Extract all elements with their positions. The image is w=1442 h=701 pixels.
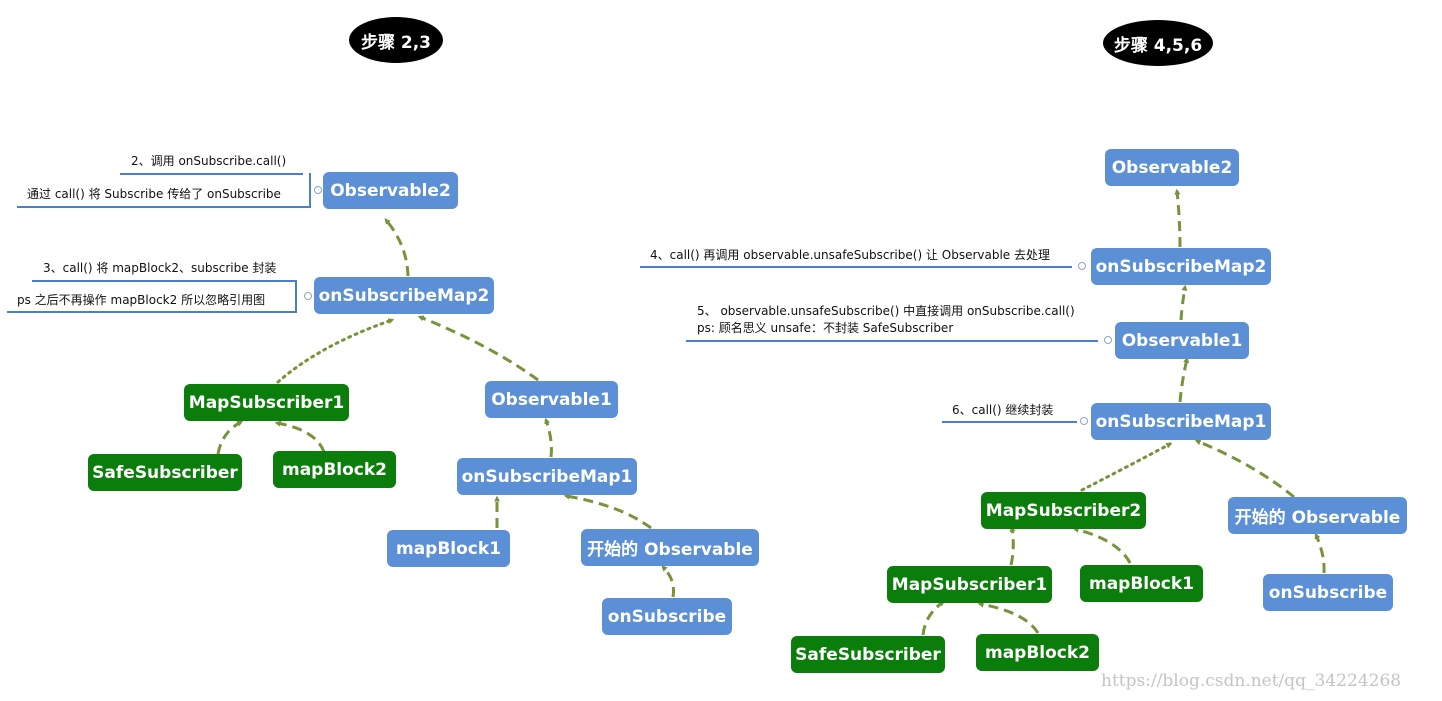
note-step6-underline (942, 421, 1077, 423)
node-safesubscriber: SafeSubscriber (88, 454, 242, 491)
node-onsubscribemap2: onSubscribeMap2 (314, 277, 494, 314)
collapse-knob[interactable] (1104, 336, 1112, 344)
node-onsubscribe-right: onSubscribe (1263, 574, 1393, 611)
note-step4: 4、call() 再调用 observable.unsafeSubscribe(… (650, 248, 1050, 262)
edge-safesubscriber-to-mapsubscriber1-right (921, 600, 945, 636)
node-label: mapBlock2 (984, 642, 1091, 663)
edge-mapblock2-to-mapsubscriber1 (274, 420, 326, 453)
step-badge-left-label: 步骤 2,3 (360, 32, 432, 53)
edge-mapblock2-to-mapsubscriber1-right (977, 601, 1040, 634)
note-step5-ps: ps: 顾名思义 unsafe：不封装 SafeSubscriber (697, 321, 954, 335)
node-label: MapSubscriber1 (188, 392, 345, 413)
edge-safesubscriber-to-mapsubscriber1 (216, 420, 244, 455)
node-label: MapSubscriber2 (985, 500, 1142, 521)
edge-mapblock1-to-mapsubscriber2-right (1072, 526, 1132, 564)
node-label: SafeSubscriber (92, 462, 238, 483)
node-label: mapBlock1 (395, 538, 502, 559)
node-label: onSubscribeMap1 (461, 466, 633, 487)
node-label: onSubscribe (607, 606, 727, 627)
edge-onsubscribemap2-to-observable2 (384, 218, 410, 277)
node-onsubscribemap1-right: onSubscribeMap1 (1091, 403, 1271, 440)
node-start-observable: 开始的 Observable (581, 529, 759, 566)
node-onsubscribemap1: onSubscribeMap1 (457, 458, 637, 495)
edge-onsubscribemap1-to-observable1-right (1178, 356, 1190, 403)
step-badge-right: 步骤 4,5,6 (1103, 20, 1213, 66)
edge-observable1-to-onsubscribemap2-right (1179, 284, 1188, 321)
note-step2-detail-underline (17, 206, 310, 208)
node-label: mapBlock2 (281, 459, 388, 480)
collapse-knob[interactable] (1078, 262, 1086, 270)
note-step2-detail: 通过 call() 将 Subscribe 传给了 onSubscribe (27, 187, 281, 201)
node-label: 开始的 Observable (1234, 508, 1401, 528)
edge-mapsubscriber1-to-mapsubscriber2-right (1009, 525, 1016, 566)
node-mapsubscriber1: MapSubscriber1 (184, 384, 349, 421)
node-label: MapSubscriber1 (891, 574, 1048, 595)
edge-mapsubscriber2-to-onsubscribemap1-right (1080, 442, 1173, 492)
edge-onsubscribe-to-startobservable-right (1314, 532, 1326, 574)
edge-startobservable-to-onsubscribemap1 (563, 493, 652, 530)
node-label: onSubscribe (1268, 582, 1388, 603)
node-label: 开始的 Observable (587, 540, 753, 560)
note-step4-underline (640, 266, 1072, 268)
node-mapsubscriber2-right: MapSubscriber2 (981, 492, 1146, 529)
node-observable1-right: Observable1 (1115, 322, 1249, 359)
node-label: Observable2 (1111, 157, 1233, 178)
note-step3-bracket (295, 280, 297, 313)
note-step5-underline (686, 340, 1098, 342)
note-step3-ps-underline (7, 311, 296, 313)
node-label: Observable1 (1121, 330, 1243, 351)
node-observable2: Observable2 (323, 172, 458, 209)
node-label: SafeSubscriber (795, 644, 941, 665)
node-mapblock1: mapBlock1 (387, 530, 510, 567)
node-label: onSubscribeMap1 (1095, 411, 1267, 432)
edge-mapsubscriber1-to-onsubscribemap2 (276, 318, 395, 384)
node-onsubscribe: onSubscribe (602, 598, 732, 635)
note-step3: 3、call() 将 mapBlock2、subscribe 封装 (43, 261, 277, 275)
note-step2: 2、调用 onSubscribe.call() (131, 154, 287, 168)
node-start-observable-right: 开始的 Observable (1228, 497, 1407, 534)
node-label: onSubscribeMap2 (1095, 256, 1267, 277)
note-step3-underline (32, 280, 296, 282)
node-safesubscriber-right: SafeSubscriber (791, 636, 945, 673)
watermark: https://blog.csdn.net/qq_34224268 (1101, 671, 1402, 691)
edge-onsubscribe-to-startobservable (661, 565, 675, 598)
node-label: Observable2 (330, 180, 451, 201)
node-label: onSubscribeMap2 (318, 285, 490, 306)
collapse-knob[interactable] (304, 292, 312, 300)
node-label: Observable1 (491, 389, 612, 410)
node-mapsubscriber1-right: MapSubscriber1 (887, 566, 1052, 603)
node-mapblock2-right: mapBlock2 (976, 634, 1099, 671)
edge-onsubscribemap2-to-observable2-right (1174, 188, 1182, 248)
step-badge-left: 步骤 2,3 (349, 17, 443, 63)
note-step2-underline (120, 173, 303, 175)
node-mapblock1-right: mapBlock1 (1080, 565, 1203, 602)
collapse-knob[interactable] (1080, 417, 1088, 425)
node-onsubscribemap2-right: onSubscribeMap2 (1091, 248, 1271, 285)
step-badge-right-label: 步骤 4,5,6 (1113, 35, 1203, 56)
note-step5: 5、 observable.unsafeSubscribe() 中直接调用 on… (697, 304, 1075, 318)
edge-observable1-to-onsubscribemap2 (417, 315, 539, 382)
note-step6: 6、call() 继续封装 (952, 403, 1054, 417)
edge-startobservable-to-onsubscribemap1-right (1194, 439, 1295, 499)
node-mapblock2: mapBlock2 (273, 451, 396, 488)
edge-onsubscribemap1-to-observable1 (544, 417, 553, 458)
note-step2-bracket (309, 173, 311, 208)
collapse-knob[interactable] (314, 186, 322, 194)
node-label: mapBlock1 (1088, 573, 1195, 594)
node-observable2-right: Observable2 (1105, 149, 1239, 186)
note-step3-ps: ps 之后不再操作 mapBlock2 所以忽略引用图 (17, 293, 266, 307)
node-observable1: Observable1 (485, 381, 618, 418)
